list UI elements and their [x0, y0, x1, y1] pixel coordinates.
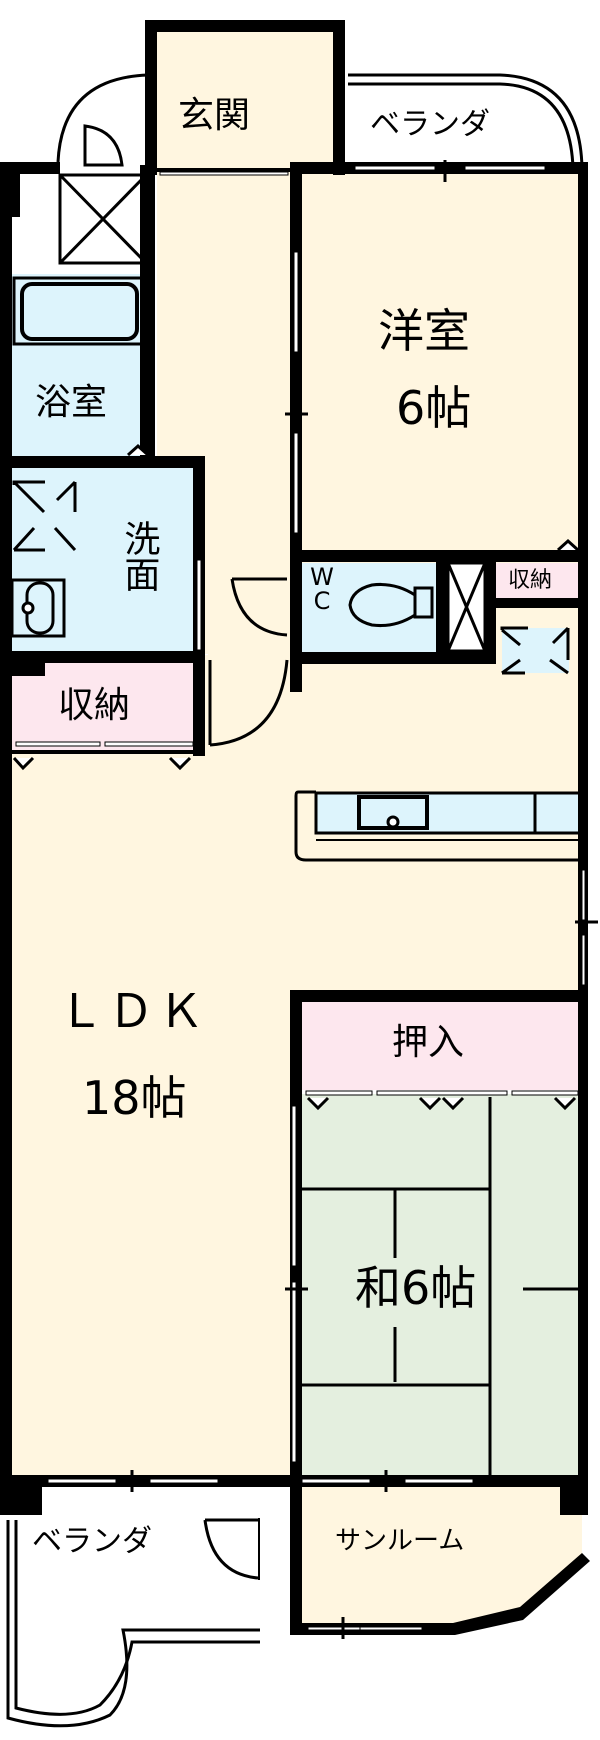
- storage-right-label: 収納: [508, 568, 553, 593]
- oshiire-floor: [302, 1002, 582, 1090]
- washing-machine-marks: [12, 480, 77, 552]
- oshiire-label: 押入: [392, 1022, 465, 1063]
- pipe-shaft-top: [58, 173, 148, 265]
- western-room-floor: [302, 174, 582, 552]
- ldk-floor-lower: [12, 995, 295, 1475]
- walls: [0, 20, 590, 1635]
- window-ticks: [130, 160, 598, 1639]
- entrance-floor: [157, 32, 342, 174]
- storage-left-floor: [12, 662, 195, 750]
- interior-doors: [203, 577, 289, 1580]
- tatami-lines: [302, 1097, 582, 1476]
- toilet-fixture: [348, 583, 434, 627]
- sunroom-label: サンルーム: [335, 1526, 465, 1556]
- ldk-label: ＬＤＫ: [58, 984, 208, 1038]
- toilet-label: W C: [310, 563, 334, 615]
- kitchen-counter: [294, 790, 584, 862]
- closet-hinges: [12, 443, 580, 1111]
- storage-left-label: 収納: [58, 685, 131, 726]
- bathroom-label: 浴室: [35, 382, 108, 423]
- western-room-label: 洋室: [378, 304, 470, 358]
- storage-right-floor: [495, 563, 582, 601]
- ldk-size: 18帖: [82, 1071, 187, 1125]
- balcony-bottom-label: ベランダ: [32, 1524, 152, 1559]
- japanese-room-label: 和6帖: [353, 1261, 479, 1315]
- pipe-shaft-mid: [446, 561, 487, 653]
- sunroom-floor: [302, 1487, 582, 1627]
- balcony-top-label: ベランダ: [370, 107, 490, 142]
- washroom-label: 洗面: [118, 520, 160, 592]
- vent-marks: [500, 626, 570, 675]
- washbasin: [10, 578, 66, 638]
- balcony-bottom-railing: [6, 1520, 260, 1728]
- windows: [15, 165, 586, 1631]
- balcony-top-railing: [348, 73, 584, 169]
- bathtub: [12, 276, 146, 346]
- entrance-label: 玄関: [178, 95, 251, 136]
- western-room-size: 6帖: [396, 381, 472, 435]
- entrance-door: [56, 73, 152, 167]
